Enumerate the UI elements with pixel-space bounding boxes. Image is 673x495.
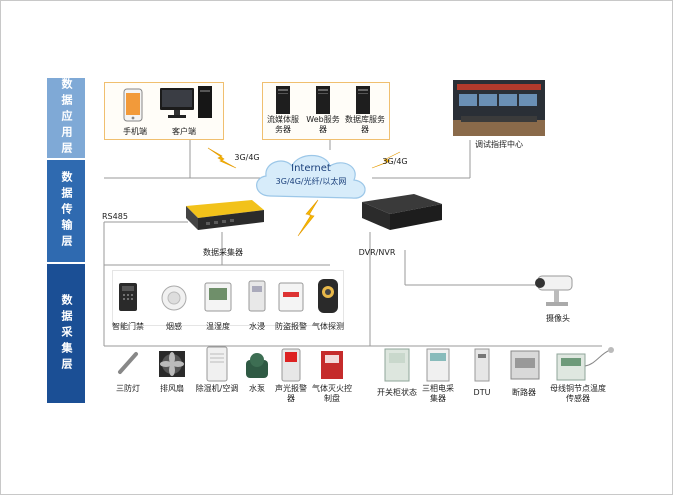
phone-icon [123,88,143,122]
gas-extinguish-panel-icon [321,351,343,379]
dvr-label: DVR/NVR [358,248,396,257]
burglar-alarm-icon [278,282,304,312]
client-label: 客户端 [172,127,196,136]
row2-label: 除湿机/空调 [195,384,239,393]
layer-transmission: 数据传输层 [47,160,85,262]
access-control-icon [119,283,137,311]
internet-title: Internet [291,163,331,174]
row2-label: DTU [473,388,491,397]
row2-label: 声光报警器 [275,384,307,403]
dtu-icon [474,348,490,382]
control-center-image [453,80,545,136]
smoke-detector-icon [161,285,187,311]
internet-subtitle: 3G/4G/光纤/以太网 [275,177,347,186]
temp-humidity-icon [204,282,232,312]
layer-transmission-label: 数据传输层 [60,171,73,251]
streaming-server-icon [276,86,290,114]
web-server-label: Web服务器 [306,115,340,134]
camera-label: 摄像头 [546,314,570,323]
row1-label: 智能门禁 [112,322,144,331]
row2-label: 母线铜节点温度传感器 [550,384,606,403]
exhaust-fan-icon [159,351,185,377]
row2-label: 断路器 [512,388,536,397]
row2-label: 三防灯 [116,384,140,393]
layer-collection-label: 数据采集层 [60,293,73,374]
streaming-server-label: 流媒体服务器 [267,115,299,134]
row2-label: 气体灭火控制盘 [312,384,352,403]
desktop-pc-icon [160,86,212,118]
layer-application-label: 数据应用层 [60,78,73,158]
data-collector-icon [186,200,264,230]
row1-label: 烟感 [166,322,182,331]
row2-label: 开关柜状态 [377,388,417,397]
busbar-temp-sensor-icon [556,347,614,381]
dehumidifier-icon [206,346,228,382]
sound-light-alarm-icon [281,348,301,382]
water-pump-icon [246,353,268,378]
row1-label: 气体探测 [312,322,344,331]
web-server-icon [316,86,330,114]
layer-collection: 数据采集层 [47,264,85,403]
db-server-label: 数据库服务器 [345,115,385,134]
layer-sidebar: 数据应用层 数据传输层 数据采集层 [47,78,85,403]
dvr-nvr-icon [362,194,442,230]
circuit-breaker-icon [510,350,540,380]
internet-cloud-icon [256,154,366,199]
row1-label: 水浸 [249,322,265,331]
row1-label: 防盗报警 [275,322,307,331]
phone-label: 手机端 [123,127,147,136]
row2-label: 三相电采集器 [422,384,454,403]
db-server-icon [356,86,370,114]
row1-label: 温湿度 [206,322,230,331]
collector-label: 数据采集器 [203,248,243,257]
three-phase-collector-icon [426,348,450,382]
row2-label: 水泵 [249,384,265,393]
switchgear-icon [384,348,410,382]
link-right-label: 3G/4G [382,157,408,166]
tri-proof-lamp-icon [118,352,138,374]
camera-icon [535,275,573,306]
link-left-label: 3G/4G [234,153,260,162]
rs485-label: RS485 [102,212,128,221]
control-center-label: 调试指挥中心 [475,140,523,149]
gas-detector-icon [318,279,338,313]
row2-label: 排风扇 [160,384,184,393]
layer-application: 数据应用层 [47,78,85,158]
water-leak-sensor-icon [248,280,266,312]
